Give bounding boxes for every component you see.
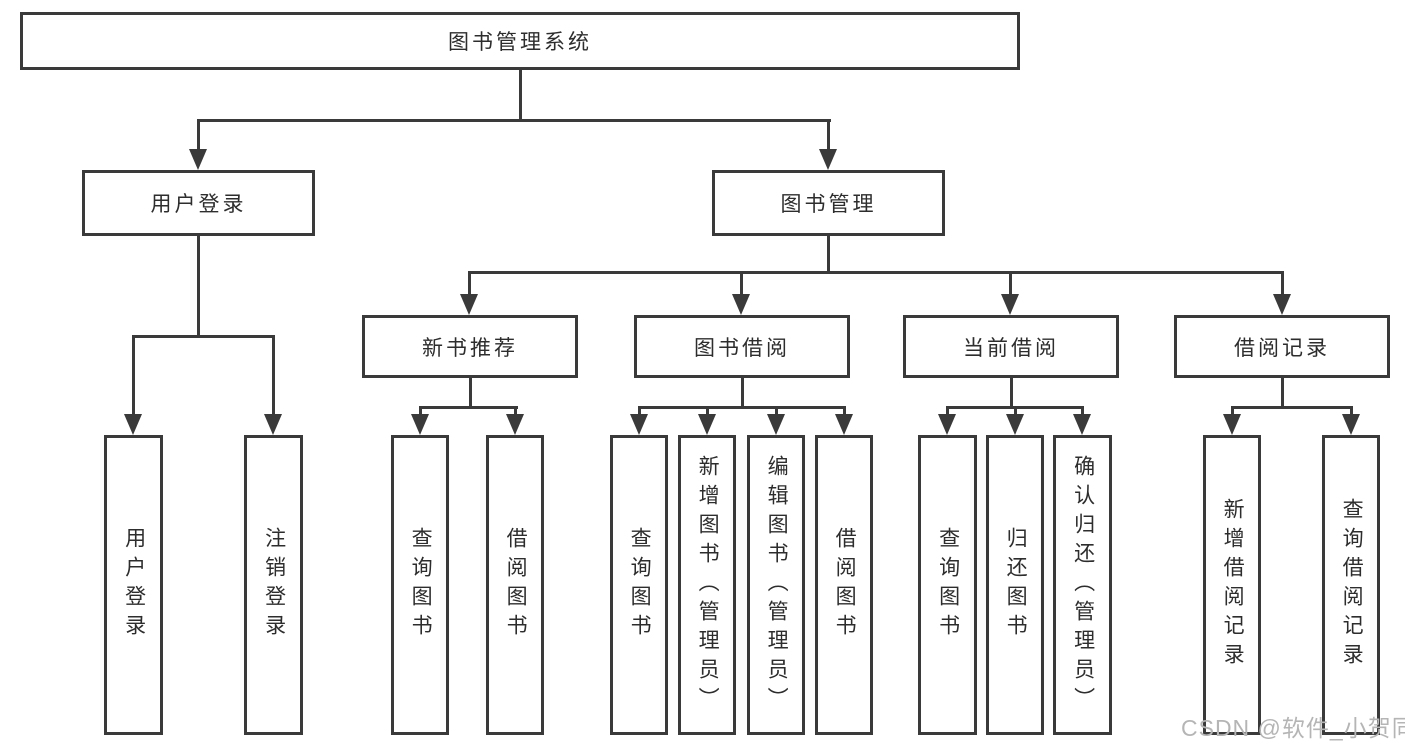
node-leaf-query-books-current-label: 查询图书 [936,527,960,643]
node-root: 图书管理系统 [20,12,1020,70]
arrowhead-rec1 [1223,414,1241,435]
connector-recommend-stem [469,378,472,409]
node-leaf-borrow-books-recommend-label: 借阅图书 [504,527,528,643]
node-root-label: 图书管理系统 [448,31,592,54]
connector-drop-rec2 [1350,406,1353,418]
connector-borrow-bar [638,406,846,409]
arrowhead-records [1273,294,1291,315]
connector-records-stem [1281,378,1284,409]
node-leaf-add-borrow-record-label: 新增借阅记录 [1221,498,1245,672]
connector-drop-b2 [706,406,709,418]
arrowhead-b4 [835,414,853,435]
node-new-book-recommend: 新书推荐 [362,315,578,378]
arrowhead-recommend [460,294,478,315]
arrowhead-user-login [189,149,207,170]
connector-root-bar [197,119,831,122]
node-leaf-user-login: 用户登录 [104,435,163,735]
arrowhead-c1 [938,414,956,435]
node-leaf-add-borrow-record: 新增借阅记录 [1203,435,1261,735]
connector-drop-rec1 [1231,406,1234,418]
arrowhead-leaf-logout [264,414,282,435]
node-leaf-logout: 注销登录 [244,435,303,735]
connector-drop-b4 [843,406,846,418]
connector-drop-b3 [775,406,778,418]
node-leaf-query-borrow-record: 查询借阅记录 [1322,435,1380,735]
node-leaf-query-books-borrow-label: 查询图书 [628,527,652,643]
node-current-borrow-label: 当前借阅 [963,336,1059,360]
node-leaf-user-login-label: 用户登录 [122,527,146,643]
connector-drop-leaf-logout [272,335,275,417]
csdn-watermark: CSDN @软件_小贺同学 [1181,715,1405,741]
node-leaf-add-books-admin: 新增图书（管理员） [678,435,736,735]
connector-drop-r1 [419,406,422,418]
connector-drop-records [1281,271,1284,297]
node-leaf-query-books-current: 查询图书 [918,435,977,735]
arrowhead-c3 [1073,414,1091,435]
arrowhead-r1 [411,414,429,435]
node-leaf-edit-books-admin-label: 编辑图书（管理员） [765,454,789,716]
connector-borrow-stem [741,378,744,409]
connector-drop-current [1009,271,1012,297]
node-leaf-return-books: 归还图书 [986,435,1044,735]
arrowhead-c2 [1006,414,1024,435]
node-book-management-label: 图书管理 [780,193,877,216]
connector-drop-c3 [1081,406,1084,418]
arrowhead-b1 [630,414,648,435]
node-user-login: 用户登录 [82,170,315,236]
arrowhead-r2 [506,414,524,435]
arrowhead-b2 [698,414,716,435]
node-leaf-borrow-books-label: 借阅图书 [833,527,857,643]
connector-drop-user-login [197,119,200,153]
arrowhead-leaf-login [124,414,142,435]
node-borrow-records-label: 借阅记录 [1234,336,1330,360]
node-leaf-borrow-books-recommend: 借阅图书 [486,435,544,735]
connector-drop-b1 [638,406,641,418]
node-leaf-logout-label: 注销登录 [262,527,286,643]
node-borrow-records: 借阅记录 [1174,315,1390,378]
connector-recommend-bar [419,406,518,409]
node-leaf-query-books-recommend-label: 查询图书 [409,527,433,643]
node-book-management: 图书管理 [712,170,945,236]
connector-drop-c1 [946,406,949,418]
connector-drop-leaf-login [132,335,135,417]
node-leaf-add-books-admin-label: 新增图书（管理员） [696,454,720,716]
connector-login-bar [132,335,275,338]
arrowhead-b3 [767,414,785,435]
node-leaf-borrow-books: 借阅图书 [815,435,873,735]
arrowhead-book-mgmt [819,149,837,170]
node-leaf-edit-books-admin: 编辑图书（管理员） [747,435,805,735]
connector-records-bar [1231,406,1353,409]
node-book-borrow: 图书借阅 [634,315,850,378]
connector-drop-book-mgmt [827,119,830,153]
arrowhead-rec2 [1342,414,1360,435]
connector-login-stem [197,236,200,338]
node-leaf-return-books-label: 归还图书 [1004,527,1028,643]
connector-mgmt-bar [468,271,1284,274]
node-leaf-query-books-borrow: 查询图书 [610,435,668,735]
connector-drop-r2 [514,406,517,418]
node-user-login-label: 用户登录 [150,193,247,216]
connector-drop-borrow [740,271,743,297]
connector-root-stem [519,70,522,122]
node-leaf-query-borrow-record-label: 查询借阅记录 [1340,498,1364,672]
node-current-borrow: 当前借阅 [903,315,1119,378]
connector-current-stem [1010,378,1013,409]
node-new-book-recommend-label: 新书推荐 [422,336,518,360]
node-leaf-query-books-recommend: 查询图书 [391,435,449,735]
arrowhead-current [1001,294,1019,315]
connector-mgmt-stem [827,236,830,274]
connector-drop-c2 [1014,406,1017,418]
connector-drop-recommend [468,271,471,297]
node-book-borrow-label: 图书借阅 [694,336,790,360]
node-leaf-confirm-return-admin: 确认归还（管理员） [1053,435,1112,735]
node-leaf-confirm-return-admin-label: 确认归还（管理员） [1071,454,1095,716]
arrowhead-borrow [732,294,750,315]
